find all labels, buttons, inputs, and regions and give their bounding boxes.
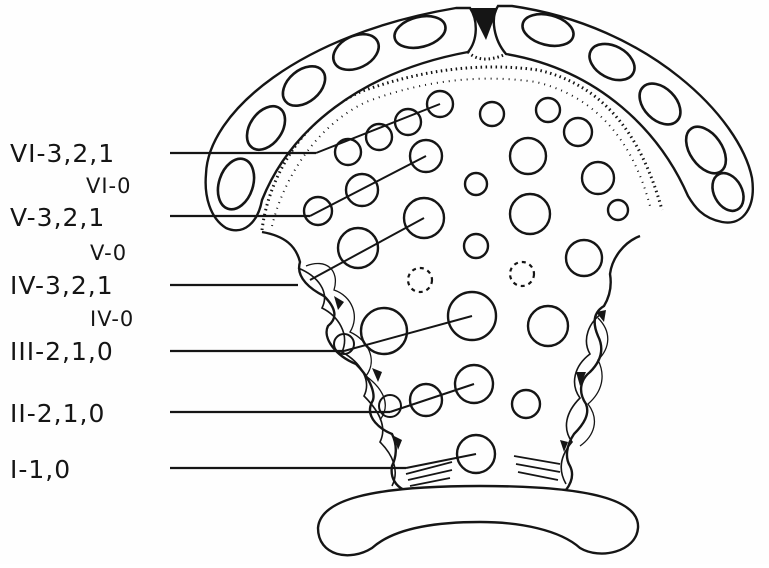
leader-line-i-diag: [406, 454, 476, 468]
pore-circle: [582, 162, 614, 194]
left-bead-chain: [298, 268, 395, 486]
label-vi: VI-3,2,1: [10, 139, 115, 168]
pore-circle: [464, 234, 488, 258]
pore-circle: [566, 240, 602, 276]
leader-line-vi-diag: [316, 104, 440, 153]
pore-circle: [361, 308, 407, 354]
label-iii: III-2,1,0: [10, 337, 114, 366]
dashed-circle: [408, 268, 432, 292]
pore-circle: [379, 395, 401, 417]
pore-circle: [512, 390, 540, 418]
label-ii: II-2,1,0: [10, 399, 105, 428]
pore-circle: [536, 98, 560, 122]
left-dark-mark-1: [334, 296, 344, 310]
label-vi-alt: VI-0: [86, 174, 132, 198]
label-iv-alt: IV-0: [90, 307, 134, 331]
apex-stipple: [468, 52, 506, 59]
pore-circle: [510, 138, 546, 174]
label-i: I-1,0: [10, 455, 71, 484]
pore-circle: [510, 194, 550, 234]
label-v: V-3,2,1: [10, 203, 105, 232]
leader-line-iv-diag: [310, 218, 424, 280]
pore-circle: [465, 173, 487, 195]
pore-circle: [608, 200, 628, 220]
label-v-alt: V-0: [90, 241, 127, 265]
dashed-circle: [510, 262, 534, 286]
base-striations-right: [514, 456, 560, 480]
base-lunate: [318, 486, 638, 555]
base-striations-left: [406, 462, 452, 486]
label-iv: IV-3,2,1: [10, 271, 114, 300]
right-bead-chain-2: [580, 318, 608, 446]
pore-circle: [528, 306, 568, 346]
pore-circle: [564, 118, 592, 146]
pore-circle: [480, 102, 504, 126]
left-dark-mark-2: [372, 368, 382, 382]
